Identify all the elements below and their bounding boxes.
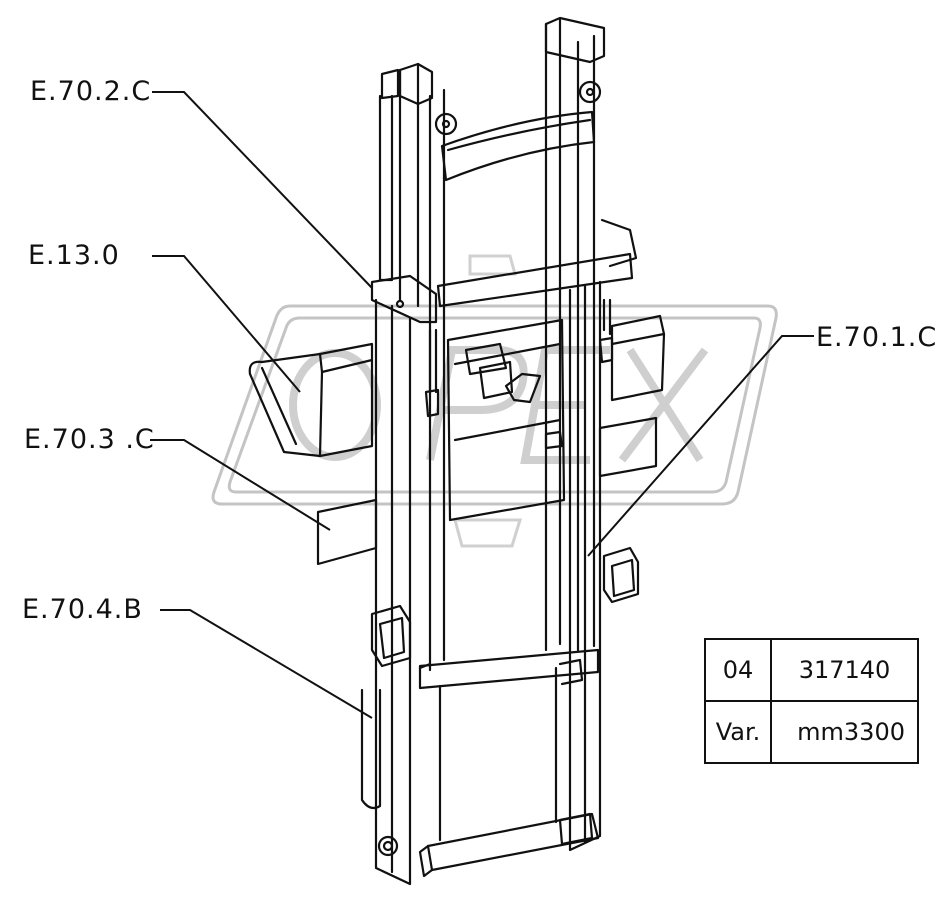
leader-e7010c [587,335,814,557]
leader-e7040b [160,609,373,719]
callout-e70-4-b[interactable]: E.70.4.B [22,594,143,625]
leader-lines [150,91,814,719]
callout-e70-2-c[interactable]: E.70.2.C [30,76,152,107]
table-row: 04 317140 [704,638,919,702]
watermark-logo [211,254,778,548]
table-value: 317140 [770,638,919,702]
table-key: Var. [704,700,772,764]
table-key: 04 [704,638,772,702]
leader-e7020c [152,91,373,289]
table-row: Var. mm3300 [704,700,919,764]
callout-e70-1-c[interactable]: E.70.1.C [816,322,938,353]
leader-e7030c [150,439,331,531]
table-value: mm3300 [770,700,919,764]
callout-e13-0[interactable]: E.13.0 [28,240,120,271]
mast-assembly [248,16,666,886]
leader-e130 [152,255,301,393]
callout-e70-3-c[interactable]: E.70.3 .C [24,424,155,455]
info-table: 04 317140 Var. mm3300 [704,638,919,764]
